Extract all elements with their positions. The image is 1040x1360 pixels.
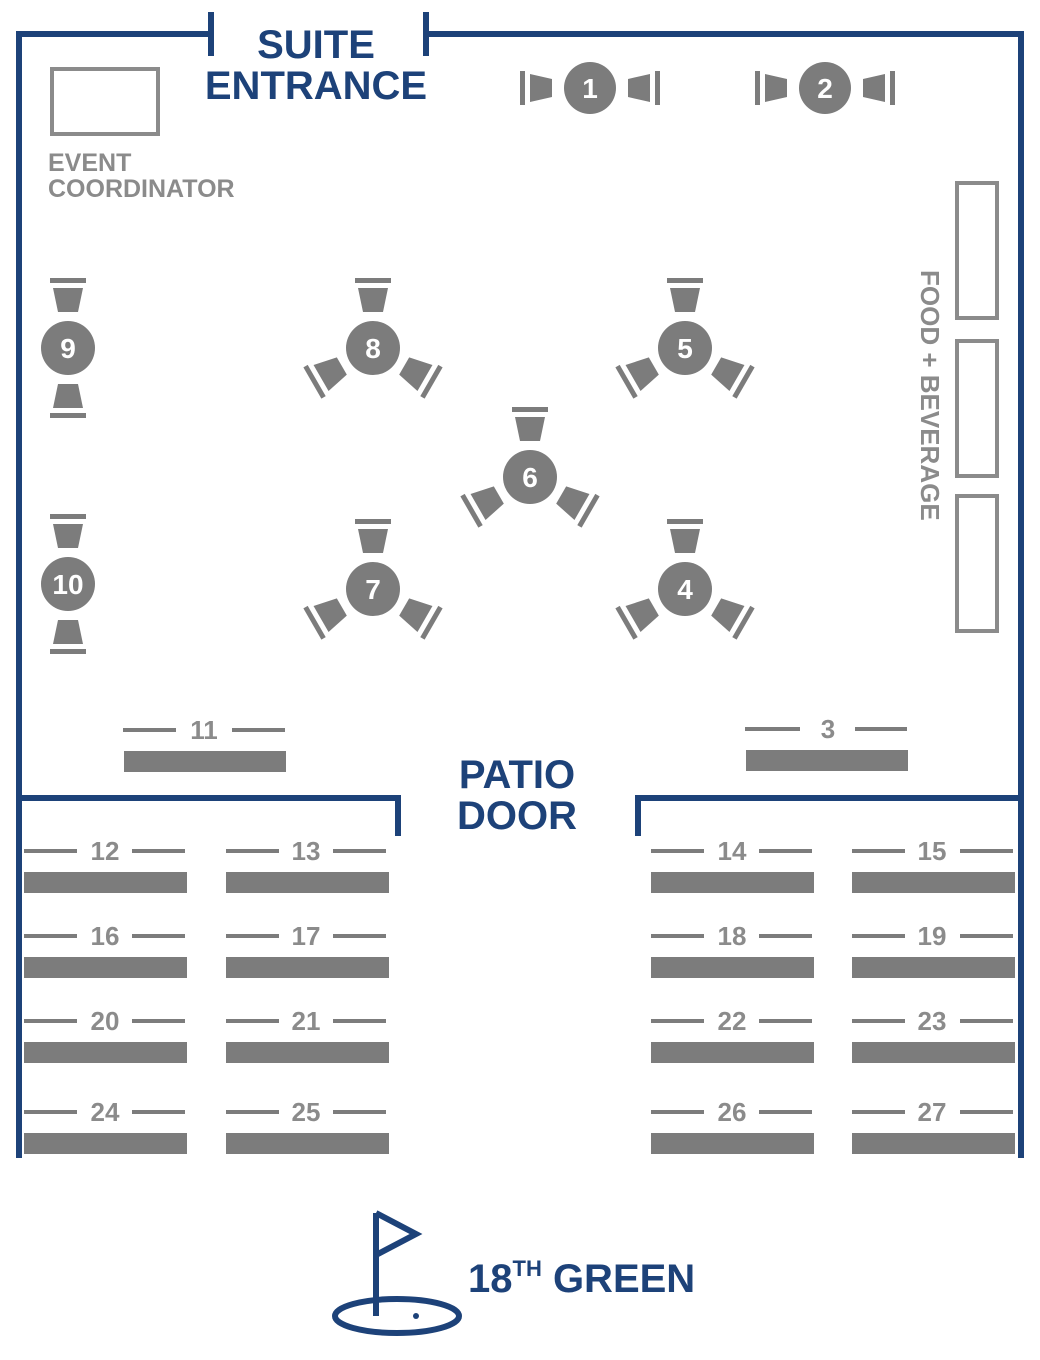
table-7[interactable]: 7 — [303, 519, 443, 640]
table-9-number: 9 — [60, 333, 76, 364]
walls — [16, 12, 1024, 1158]
table-11[interactable]: 11 — [123, 715, 286, 772]
table-12-number: 12 — [91, 836, 120, 866]
table-26[interactable]: 26 — [651, 1097, 814, 1154]
table-19[interactable]: 19 — [852, 921, 1015, 978]
event-coordinator-desk — [50, 67, 160, 136]
table-17[interactable]: 17 — [226, 921, 389, 978]
table-18-number: 18 — [718, 921, 747, 951]
table-27-number: 27 — [918, 1097, 947, 1127]
table-11-number: 11 — [190, 715, 218, 745]
table-3[interactable]: 3 — [745, 714, 908, 771]
table-14-number: 14 — [718, 836, 747, 866]
golf-flag-icon — [332, 1210, 462, 1336]
table-9[interactable]: 9 — [41, 278, 95, 418]
table-17-number: 17 — [292, 921, 321, 951]
table-13-number: 13 — [292, 836, 321, 866]
food-beverage-label: FOOD + BEVERAGE — [915, 270, 945, 521]
table-27[interactable]: 27 — [852, 1097, 1015, 1154]
table-14[interactable]: 14 — [651, 836, 814, 893]
table-10[interactable]: 10 — [41, 514, 95, 654]
table-12[interactable]: 12 — [24, 836, 187, 893]
patio-door-label-1: PATIO — [459, 753, 575, 797]
table-24[interactable]: 24 — [24, 1097, 187, 1154]
eighteenth-green-label: 18TH GREEN — [468, 1256, 695, 1301]
table-22-number: 22 — [718, 1006, 747, 1036]
table-15-number: 15 — [918, 836, 947, 866]
table-4-number: 4 — [677, 574, 693, 605]
table-26-number: 26 — [718, 1097, 747, 1127]
table-5[interactable]: 5 — [615, 278, 755, 399]
table-23-number: 23 — [918, 1006, 947, 1036]
table-10-number: 10 — [52, 569, 83, 600]
table-25-number: 25 — [292, 1097, 321, 1127]
table-6[interactable]: 6 — [460, 407, 600, 528]
table-16[interactable]: 16 — [24, 921, 187, 978]
suite-entrance-label-2: ENTRANCE — [205, 64, 427, 108]
table-2-number: 2 — [817, 73, 833, 104]
table-20[interactable]: 20 — [24, 1006, 187, 1063]
table-21-number: 21 — [292, 1006, 321, 1036]
table-16-number: 16 — [91, 921, 120, 951]
table-18[interactable]: 18 — [651, 921, 814, 978]
table-2[interactable]: 2 — [755, 62, 895, 114]
event-coordinator-label-1: EVENT — [48, 149, 131, 177]
table-8[interactable]: 8 — [303, 278, 443, 399]
table-22[interactable]: 22 — [651, 1006, 814, 1063]
table-21[interactable]: 21 — [226, 1006, 389, 1063]
table-3-number: 3 — [821, 714, 835, 744]
table-23[interactable]: 23 — [852, 1006, 1015, 1063]
table-15[interactable]: 15 — [852, 836, 1015, 893]
table-25[interactable]: 25 — [226, 1097, 389, 1154]
table-8-number: 8 — [365, 333, 381, 364]
suite-entrance-label-1: SUITE — [257, 23, 375, 67]
table-24-number: 24 — [91, 1097, 120, 1127]
table-7-number: 7 — [365, 574, 381, 605]
table-1[interactable]: 1 — [520, 62, 660, 114]
event-coordinator-label-2: COORDINATOR — [48, 175, 235, 203]
patio-door-label-2: DOOR — [457, 794, 577, 838]
table-4[interactable]: 4 — [615, 519, 755, 640]
table-19-number: 19 — [918, 921, 947, 951]
table-13[interactable]: 13 — [226, 836, 389, 893]
table-5-number: 5 — [677, 333, 693, 364]
table-1-number: 1 — [582, 73, 598, 104]
food-beverage-counter — [955, 181, 999, 633]
table-20-number: 20 — [91, 1006, 120, 1036]
table-6-number: 6 — [522, 462, 538, 493]
